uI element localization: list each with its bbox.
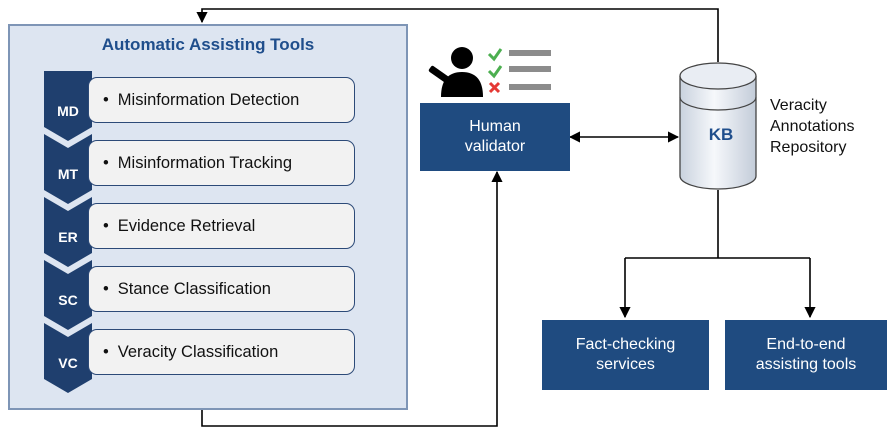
output-line1: Fact-checking (575, 336, 676, 353)
connector-kb-to-panel (196, 8, 719, 62)
step-box-er: • Evidence Retrieval (88, 203, 355, 249)
bullet: • (103, 90, 109, 109)
step-label: Misinformation Tracking (117, 153, 293, 172)
step-label: Evidence Retrieval (117, 216, 256, 235)
step-box-sc: • Stance Classification (88, 266, 355, 312)
chevron-mt (44, 134, 92, 204)
validator-line2: validator (464, 138, 526, 155)
step-code-vc: VC (58, 355, 78, 371)
step-code-sc: SC (58, 292, 78, 308)
step-code-md: MD (57, 103, 79, 119)
output-line1: End-to-end (766, 336, 846, 353)
step-box-vc: • Veracity Classification (88, 329, 355, 375)
step-label: Stance Classification (117, 279, 271, 298)
bullet: • (103, 153, 109, 172)
bullet: • (103, 216, 109, 235)
step-box-mt: • Misinformation Tracking (88, 140, 355, 186)
fact-checking-services-box: Fact-checking services (542, 320, 709, 390)
panel-title: Automatic Assisting Tools (101, 35, 315, 54)
step-box-md: • Misinformation Detection (88, 77, 355, 123)
connector-panel-to-validator (201, 170, 503, 427)
repository-line1: Veracity (770, 97, 827, 114)
chevron-er (44, 197, 92, 267)
chevron-md (44, 71, 92, 141)
step-label: Misinformation Detection (117, 90, 300, 109)
repository-line3: Repository (770, 138, 847, 156)
step-code-mt: MT (57, 166, 79, 182)
pen-icon (428, 65, 453, 85)
bullet: • (103, 279, 109, 298)
step-label: Veracity Classification (117, 342, 279, 361)
chevron-vc (44, 323, 92, 393)
output-line2: services (596, 356, 655, 373)
kb-label: KB (708, 125, 734, 144)
output-line2: assisting tools (755, 356, 857, 373)
person-with-checklist-icon (428, 47, 551, 97)
step-code-er: ER (58, 229, 78, 245)
person-icon (441, 47, 483, 97)
validator-line1: Human (469, 118, 521, 135)
bullet: • (103, 342, 109, 361)
repository-label: Veracity Annotations Repository (770, 96, 855, 158)
database-cylinder-icon (679, 62, 757, 190)
repository-line2: Annotations (770, 117, 855, 135)
human-validator-box: Human validator (420, 103, 570, 171)
end-to-end-tools-box: End-to-end assisting tools (725, 320, 887, 390)
chevron-sc (44, 260, 92, 330)
checklist-icon (487, 48, 551, 94)
